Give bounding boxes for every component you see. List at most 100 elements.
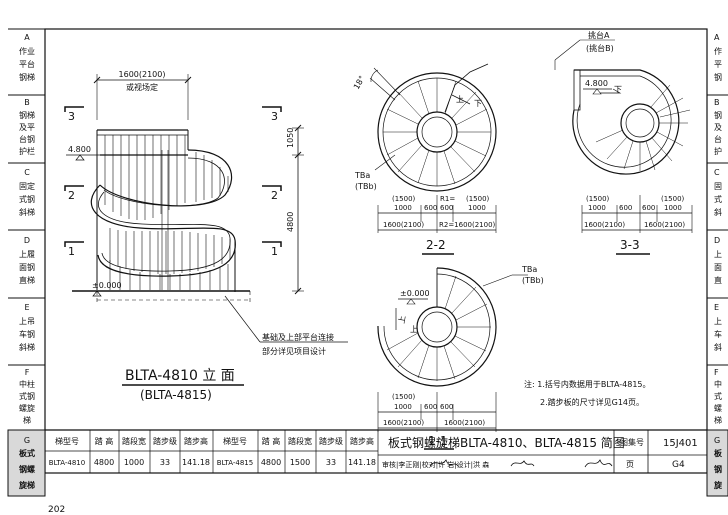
svg-text:2: 2 bbox=[271, 189, 278, 202]
table-header: 梯型号 bbox=[55, 436, 79, 446]
right-tab-g[interactable]: G 板 钢 旋 bbox=[713, 436, 723, 490]
dim: 600 bbox=[424, 204, 437, 212]
dim: 600 bbox=[440, 204, 453, 212]
left-tab-g[interactable]: G 板式 钢螺 旋梯 bbox=[18, 436, 35, 490]
svg-text:1: 1 bbox=[68, 245, 75, 258]
section-marker-2-right: 2 bbox=[262, 185, 282, 202]
left-tab-b[interactable]: B 钢梯 及平 台钢 护栏 bbox=[19, 98, 35, 156]
down-label: 下 bbox=[474, 99, 482, 108]
notes: 注: 1.括号内数据用于BLTA-4815。 2.踏步板的尺寸详见G14页。 bbox=[524, 379, 651, 407]
right-tab-e[interactable]: E 上 车 斜 bbox=[714, 303, 722, 352]
elevation-top-note: 或视场定 bbox=[126, 82, 158, 92]
svg-text:1500: 1500 bbox=[290, 458, 310, 467]
tab-letter: G bbox=[24, 436, 30, 445]
tab-text: 板 bbox=[714, 448, 723, 458]
tab-text: 及 bbox=[714, 123, 722, 132]
platform-b-label: (挑台B) bbox=[586, 43, 614, 53]
tab-text: 平 bbox=[714, 60, 722, 69]
dim: 1000 bbox=[394, 204, 412, 212]
svg-text:3: 3 bbox=[271, 110, 278, 123]
table-header: 踏 高 bbox=[95, 436, 114, 446]
signature-3 bbox=[584, 459, 613, 468]
svg-text:BLTA-4810: BLTA-4810 bbox=[49, 459, 85, 467]
tab-text: 梯 bbox=[714, 415, 722, 425]
tab-text: 旋 bbox=[713, 480, 723, 490]
tab-letter: A bbox=[714, 33, 720, 42]
table-header: 踏步级 bbox=[153, 436, 177, 446]
tab-text: 中柱 bbox=[19, 379, 35, 389]
sign-row: 审核|李正刚|校对|许 岩|设计|洪 森 bbox=[382, 460, 489, 469]
tab-text: 板式 bbox=[19, 448, 35, 458]
tab-text: 斜 bbox=[714, 342, 722, 352]
right-tab-a[interactable]: A 作 平 钢 bbox=[714, 33, 722, 82]
tab-text: 上吊 bbox=[19, 317, 35, 326]
dim: 1000 bbox=[588, 204, 606, 212]
section-marker-1-left: 1 bbox=[64, 241, 84, 258]
table-header: 踏步高 bbox=[184, 436, 208, 446]
tab-letter: F bbox=[25, 368, 30, 377]
tab-text: 及平 bbox=[19, 123, 35, 132]
tba-label: TBa bbox=[521, 265, 537, 274]
right-tab-c[interactable]: C 固 式 斜 bbox=[714, 168, 722, 217]
table-header: 踏步高 bbox=[350, 436, 374, 446]
dim: R1= bbox=[440, 195, 455, 203]
tab-text: 作业 bbox=[19, 46, 35, 56]
tab-text: 面钢 bbox=[19, 262, 35, 272]
dim: (1500) bbox=[392, 195, 416, 203]
right-index-tabs: A 作 平 钢 B 钢 及 台 护 C 固 式 斜 D 上 面 直 E 上 车 bbox=[706, 33, 728, 497]
angle-label: 18° bbox=[352, 74, 367, 91]
direction-label: 上 bbox=[410, 325, 418, 334]
tab-text: 式 bbox=[714, 391, 722, 401]
note-2: 2.踏步板的尺寸详见G14页。 bbox=[540, 397, 644, 407]
platform-a-label: 挑台A bbox=[588, 30, 610, 40]
tba-label: TBa bbox=[354, 171, 370, 180]
section-marker-3-right: 3 bbox=[262, 106, 282, 123]
svg-text:3: 3 bbox=[68, 110, 75, 123]
right-tab-d[interactable]: D 上 面 直 bbox=[714, 236, 722, 285]
page-label: 页 bbox=[626, 460, 634, 469]
table-header: 梯型号 bbox=[223, 436, 247, 446]
right-tab-f[interactable]: F 中 式 螺 梯 bbox=[714, 368, 722, 425]
table-header: 踏 高 bbox=[262, 436, 281, 446]
tab-text: 斜梯 bbox=[19, 342, 35, 352]
dim: 1600(2100) bbox=[444, 419, 485, 427]
left-tab-f[interactable]: F 中柱 式钢 螺旋 梯 bbox=[19, 368, 35, 425]
section-2-2-label: 2-2 bbox=[426, 238, 446, 252]
svg-text:33: 33 bbox=[160, 458, 170, 467]
left-tab-c[interactable]: C 固定 式钢 斜梯 bbox=[19, 168, 35, 217]
left-tab-a[interactable]: A 作业 平台 钢梯 bbox=[19, 33, 35, 82]
drawing-title: 板式钢螺旋梯BLTA-4810、BLTA-4815 简图 bbox=[388, 436, 625, 450]
elevation-subtitle: (BLTA-4815) bbox=[140, 388, 212, 402]
plan-3-3: 挑台A (挑台B) 4.800 下 (1500) 1000 600 6 bbox=[554, 30, 693, 255]
signature-2 bbox=[510, 460, 535, 467]
left-tab-e[interactable]: E 上吊 车钢 斜梯 bbox=[19, 303, 35, 352]
signature-1 bbox=[429, 459, 459, 467]
page-code: G4 bbox=[672, 460, 685, 470]
dim: 1000 bbox=[468, 204, 486, 212]
svg-text:4800: 4800 bbox=[261, 458, 281, 467]
tab-text: 台钢 bbox=[19, 134, 35, 144]
tab-letter: E bbox=[714, 303, 719, 312]
tab-letter: E bbox=[24, 303, 29, 312]
tab-text: 上 bbox=[714, 317, 722, 326]
tab-text: 上履 bbox=[19, 250, 35, 259]
dim: 1600(2100) bbox=[584, 221, 625, 229]
dim: 1600(2100) bbox=[644, 221, 685, 229]
svg-text:1000: 1000 bbox=[124, 458, 144, 467]
level-4800-plan: 4.800 bbox=[585, 79, 608, 88]
left-tab-g-bg bbox=[7, 429, 46, 497]
foundation-note: 基础及上部平台连接 bbox=[262, 332, 334, 342]
elevation-view: 1600(2100) 或视场定 3 2 1 3 2 1 4.800 bbox=[64, 70, 348, 402]
tab-text: 护 bbox=[714, 146, 722, 156]
table-header: 踏段宽 bbox=[288, 436, 312, 446]
right-tab-b[interactable]: B 钢 及 台 护 bbox=[714, 98, 722, 156]
tab-text: 梯 bbox=[23, 415, 31, 425]
spiral-stair-elevation bbox=[90, 129, 236, 292]
tab-text: 固定 bbox=[19, 181, 35, 191]
tab-letter: D bbox=[714, 236, 720, 245]
tab-text: 旋梯 bbox=[18, 480, 35, 490]
dim: 1000 bbox=[394, 403, 412, 411]
left-tab-d[interactable]: D 上履 面钢 直梯 bbox=[19, 236, 35, 285]
tab-letter: B bbox=[714, 98, 720, 107]
